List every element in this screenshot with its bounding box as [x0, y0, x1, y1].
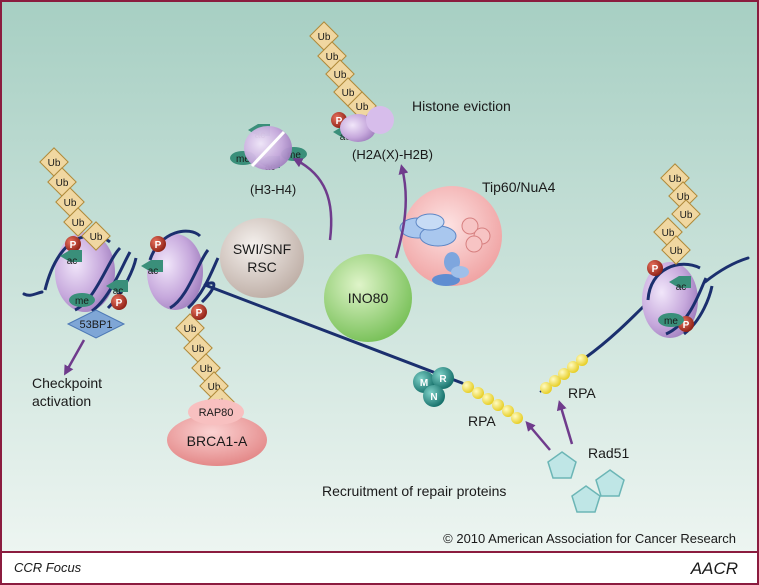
phospho-marker: P — [65, 236, 81, 252]
svg-text:53BP1: 53BP1 — [79, 319, 112, 331]
swi-snf-rsc-complex: SWI/SNF RSC — [220, 218, 304, 298]
recruitment-label: Recruitment of repair proteins — [322, 483, 506, 499]
svg-text:Ub: Ub — [56, 178, 69, 189]
ac-marker: ac — [669, 276, 691, 293]
histone-h3-h4 — [244, 126, 292, 170]
svg-text:P: P — [683, 320, 690, 331]
phospho-marker: P — [111, 294, 127, 310]
ac-marker: ac — [106, 280, 128, 297]
svg-text:R: R — [439, 374, 447, 385]
rpa-strand-left — [461, 381, 523, 424]
ub-tag: Ub — [661, 235, 691, 265]
rad51-pentagon — [571, 485, 601, 513]
arrow-tip60-to-h2a — [394, 164, 409, 259]
brca1a-complex: RAP80 BRCA1-A — [167, 399, 267, 466]
svg-text:ac: ac — [676, 282, 687, 293]
phospho-marker: P — [647, 260, 663, 276]
ub-tag: Ub — [671, 199, 701, 229]
arrow-53bp1-to-checkpoint — [64, 339, 86, 376]
svg-text:Ub: Ub — [72, 218, 85, 229]
rpa-strand-right — [539, 354, 588, 394]
svg-text:P: P — [652, 264, 659, 275]
svg-text:P: P — [155, 240, 162, 251]
h3-h4-label: (H3-H4) — [250, 182, 296, 197]
ub-chain-left-top: Ub Ub Ub Ub Ub — [39, 147, 111, 251]
histone-eviction-label: Histone eviction — [412, 98, 511, 114]
svg-text:INO80: INO80 — [348, 290, 389, 306]
svg-text:Ub: Ub — [318, 32, 331, 43]
svg-text:Ub: Ub — [677, 192, 690, 203]
ub-tag: Ub — [63, 207, 93, 237]
svg-text:N: N — [430, 392, 437, 403]
svg-text:Ub: Ub — [680, 210, 693, 221]
svg-text:Ub: Ub — [670, 246, 683, 257]
svg-text:Ub: Ub — [192, 344, 205, 355]
svg-text:Ub: Ub — [342, 88, 355, 99]
svg-text:me: me — [75, 296, 89, 307]
rpa-label-right: RPA — [568, 385, 596, 401]
svg-text:Ub: Ub — [662, 228, 675, 239]
svg-text:Ub: Ub — [208, 382, 221, 393]
footer-ccr-focus: CCR Focus — [14, 560, 82, 575]
svg-text:ac: ac — [67, 256, 78, 267]
arrow-rad51-to-rpa-right — [556, 400, 574, 445]
svg-text:Ub: Ub — [326, 52, 339, 63]
ub-chain-h2a: Ub Ub Ub Ub Ub — [309, 21, 377, 121]
svg-text:Ub: Ub — [64, 198, 77, 209]
ino80-complex: INO80 — [324, 254, 412, 342]
checkpoint-label-line1: Checkpoint — [32, 375, 102, 391]
ub-tag: Ub — [81, 221, 111, 251]
svg-text:Ub: Ub — [334, 70, 347, 81]
rad51-proteins — [547, 451, 625, 513]
ac-marker: ac — [141, 260, 163, 277]
svg-text:Ub: Ub — [48, 158, 61, 169]
svg-text:Ub: Ub — [90, 232, 103, 243]
svg-text:me: me — [236, 154, 250, 165]
svg-text:Ub: Ub — [669, 174, 682, 185]
arrow-rad51-to-rpa-left — [525, 420, 551, 451]
ub-tag: Ub — [668, 181, 698, 211]
nucleosome-left-2 — [147, 229, 220, 310]
rad51-label: Rad51 — [588, 445, 629, 461]
me-marker: me — [69, 293, 95, 307]
svg-text:Ub: Ub — [200, 364, 213, 375]
svg-text:me: me — [287, 150, 301, 161]
svg-text:RAP80: RAP80 — [199, 407, 234, 419]
svg-text:SWI/SNF: SWI/SNF — [233, 241, 291, 257]
svg-text:ac: ac — [113, 286, 124, 297]
phospho-marker: P — [150, 236, 166, 252]
rad51-pentagon — [595, 469, 625, 497]
svg-text:RSC: RSC — [247, 259, 277, 275]
53bp1-protein: 53BP1 — [66, 309, 126, 339]
svg-text:P: P — [196, 308, 203, 319]
svg-text:Ub: Ub — [184, 324, 197, 335]
histone-h2a-h2b — [340, 106, 394, 142]
h2a-h2b-label: (H2A(X)-H2B) — [352, 147, 433, 162]
arrow-swi-to-h3h4 — [292, 158, 333, 241]
rpa-label-left: RPA — [468, 413, 496, 429]
me-marker: me — [658, 313, 684, 327]
svg-text:ac: ac — [148, 266, 159, 277]
svg-text:me: me — [664, 316, 678, 327]
aacr-logo: AACR — [690, 559, 738, 578]
tip60-complex — [399, 186, 502, 286]
copyright-text: © 2010 American Association for Cancer R… — [443, 531, 736, 546]
checkpoint-label-line2: activation — [32, 393, 91, 409]
arrows — [64, 158, 574, 451]
svg-text:BRCA1-A: BRCA1-A — [187, 433, 248, 449]
svg-text:P: P — [116, 298, 123, 309]
ac-marker: ac — [60, 250, 82, 267]
svg-text:P: P — [70, 240, 77, 251]
ub-chain-right: Ub Ub Ub Ub Ub — [653, 163, 701, 265]
svg-text:Ub: Ub — [356, 102, 369, 113]
mrn-complex: M R N — [413, 367, 454, 407]
tip60-label: Tip60/NuA4 — [482, 179, 556, 195]
svg-text:M: M — [420, 378, 428, 389]
phospho-marker: P — [191, 304, 207, 320]
rad51-pentagon — [547, 451, 577, 479]
svg-text:P: P — [336, 116, 343, 127]
